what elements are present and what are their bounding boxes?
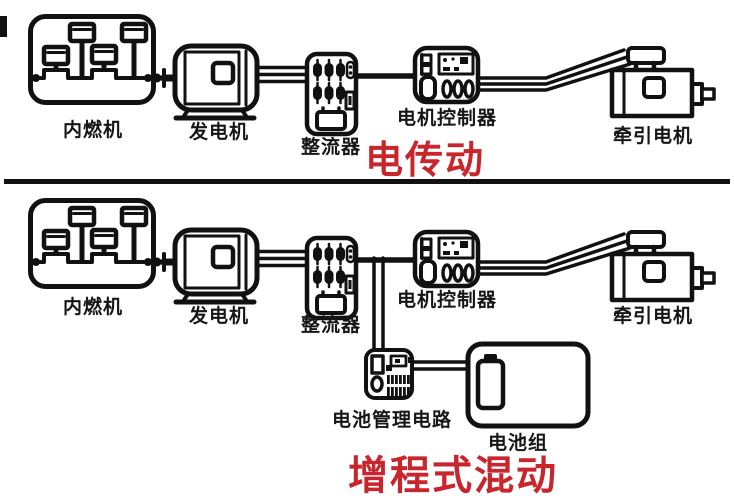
battery-pack-icon — [468, 344, 588, 426]
bottom-generator-icon — [164, 230, 257, 302]
bottom-engine-label: 内燃机 — [63, 295, 123, 318]
edge-artifact — [0, 16, 7, 37]
bms-label: 电池管理电路 — [332, 408, 452, 431]
bottom-diagram-title: 增程式混动 — [348, 454, 558, 498]
top-diagram: 内燃机 发电机 整流器 电机控制器 牵引电机 电传动 — [31, 17, 715, 182]
bottom-controller-label: 电机控制器 — [397, 288, 497, 311]
top-motor-label: 牵引电机 — [613, 124, 693, 147]
battery-branch-lines — [372, 256, 474, 371]
bottom-diagram: 内燃机 发电机 整流器 电机控制器 牵引电机 电池管理电路 电池组 增程式混动 — [31, 201, 715, 498]
bottom-motor-controller-icon — [415, 232, 478, 286]
top-diagram-title: 电传动 — [365, 140, 485, 182]
top-rectifier-icon — [307, 54, 356, 134]
bottom-engine-icon — [31, 201, 154, 287]
top-motor-controller-icon — [415, 48, 478, 102]
bottom-traction-motor-icon — [612, 232, 714, 300]
bms-icon — [364, 348, 414, 400]
top-generator-icon — [164, 46, 257, 118]
top-rectifier-label: 整流器 — [301, 135, 361, 158]
battery-pack-label: 电池组 — [488, 431, 548, 454]
top-engine-icon — [31, 17, 154, 103]
top-traction-motor-icon — [612, 48, 714, 116]
top-engine-label: 内燃机 — [63, 118, 123, 141]
bottom-rectifier-label: 整流器 — [301, 313, 361, 336]
bottom-motor-label: 牵引电机 — [613, 304, 693, 327]
top-controller-label: 电机控制器 — [397, 106, 497, 129]
top-generator-label: 发电机 — [188, 120, 249, 143]
bottom-generator-label: 发电机 — [188, 304, 249, 327]
bottom-rectifier-icon — [307, 238, 356, 318]
